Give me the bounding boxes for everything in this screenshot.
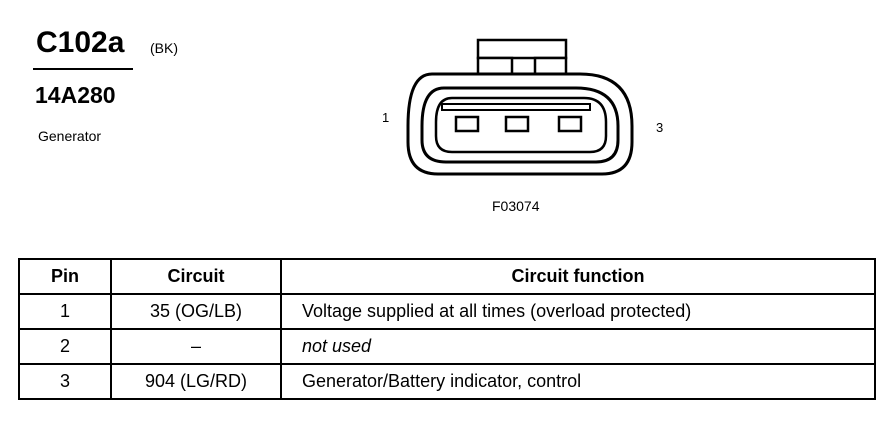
pin-label-1: 1 <box>382 110 390 125</box>
cell-function: Voltage supplied at all times (overload … <box>280 293 876 330</box>
header-circuit-function: Circuit function <box>280 258 876 295</box>
component-name: Generator <box>38 128 102 144</box>
table-header-row: Pin Circuit Circuit function <box>18 258 876 295</box>
pin-label-3: 3 <box>656 120 664 135</box>
pin-table: Pin Circuit Circuit function 1 35 (OG/LB… <box>18 258 876 400</box>
connector-face-diagram <box>406 38 634 176</box>
cell-circuit: – <box>110 328 282 365</box>
cell-function: Generator/Battery indicator, control <box>280 363 876 400</box>
header-circuit: Circuit <box>110 258 282 295</box>
terminal-1 <box>454 115 480 133</box>
cell-pin: 3 <box>18 363 112 400</box>
title-rule <box>33 68 133 70</box>
cell-circuit: 35 (OG/LB) <box>110 293 282 330</box>
table-row: 1 35 (OG/LB) Voltage supplied at all tim… <box>18 293 876 330</box>
terminal-2 <box>504 115 530 133</box>
table-row: 2 – not used <box>18 328 876 365</box>
color-code: (BK) <box>150 40 178 56</box>
terminal-3 <box>557 115 583 133</box>
table-row: 3 904 (LG/RD) Generator/Battery indicato… <box>18 363 876 400</box>
header-pin: Pin <box>18 258 112 295</box>
cell-function: not used <box>280 328 876 365</box>
cell-pin: 1 <box>18 293 112 330</box>
cell-pin: 2 <box>18 328 112 365</box>
figure-id: F03074 <box>492 198 540 214</box>
part-number: 14A280 <box>35 82 116 108</box>
cell-circuit: 904 (LG/RD) <box>110 363 282 400</box>
connector-id: C102a <box>36 26 125 59</box>
locking-tab <box>476 38 568 60</box>
key-rail <box>441 103 591 111</box>
